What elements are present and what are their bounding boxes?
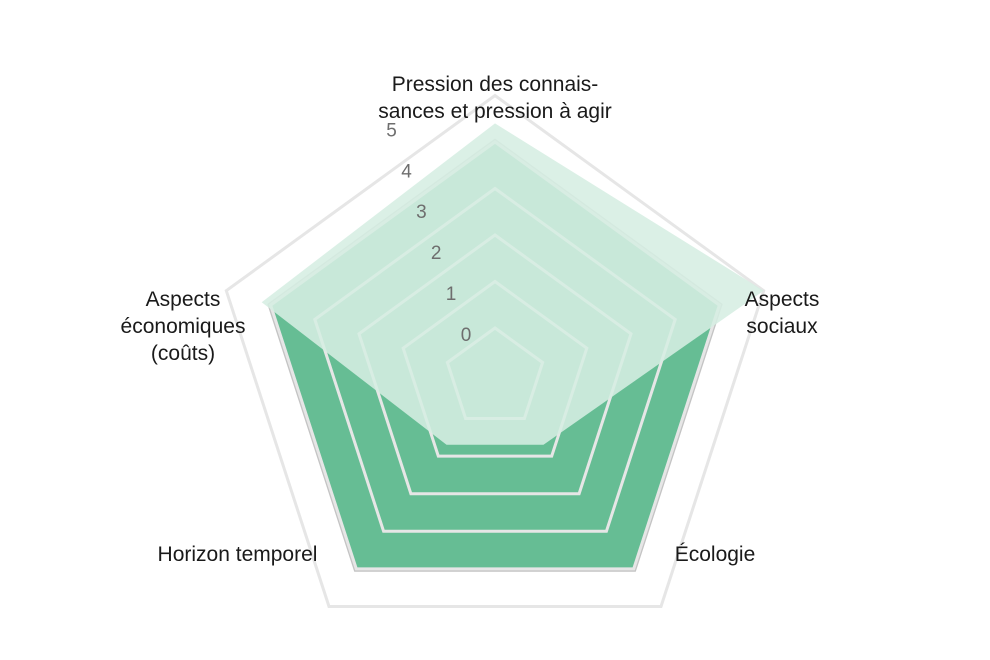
axis-label-aspects-sociaux: Aspects sociaux: [744, 288, 820, 338]
tick-label-2: 2: [431, 243, 442, 264]
axis-label-pression: Pression des connais- sances et pression…: [378, 73, 612, 123]
tick-label-0: 0: [461, 325, 472, 346]
radar-series-area: [261, 123, 764, 445]
tick-label-3: 3: [416, 202, 427, 223]
tick-label-5: 5: [386, 120, 397, 141]
axis-label-ecologie: Écologie: [674, 543, 756, 566]
tick-label-1: 1: [446, 284, 457, 305]
axis-label-aspects-economiques: Aspects économiques (coûts): [120, 288, 246, 365]
grid-ring-5: [224, 93, 766, 608]
axis-label-horizon-temporel: Horizon temporel: [157, 543, 318, 566]
tick-label-4: 4: [401, 161, 412, 182]
